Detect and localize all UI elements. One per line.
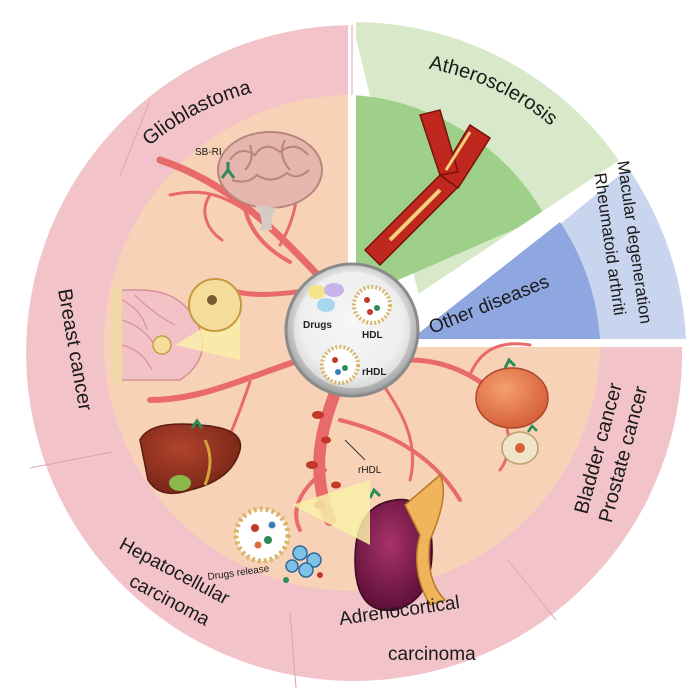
rhdl-particle-icon [320,345,360,385]
rhdl-pointer [344,439,366,461]
prostate-icon [501,424,539,465]
drug-pill-icon [317,298,335,312]
rhdl-annotation: rHDL [358,465,382,476]
hub-drugs-label: Drugs [303,320,332,331]
sb-ri-label: SB-RI [195,147,222,158]
other-diseases-sector [410,168,686,340]
brain-icon [217,131,323,230]
liver-icon [139,418,242,495]
breast-icon [112,278,242,383]
adrenocortical-label-line2: carcinoma [388,644,476,665]
other-inner [410,222,600,340]
bladder-icon [475,357,549,429]
hdl-particle-icon [352,285,392,325]
zoom-cone [292,480,370,545]
kidney-icon [354,473,447,612]
artery-icon [363,109,492,267]
hub-rhdl-label: rHDL [362,367,386,378]
sector-dividers [29,0,700,689]
receptor-icon [220,162,236,179]
drug-pill-icon [308,285,326,299]
drugs-release-icon [233,506,323,583]
drug-pill-icon [324,283,344,297]
central-hub: Drugs HDL rHDL [284,262,420,398]
hub-hdl-label: HDL [362,330,383,341]
